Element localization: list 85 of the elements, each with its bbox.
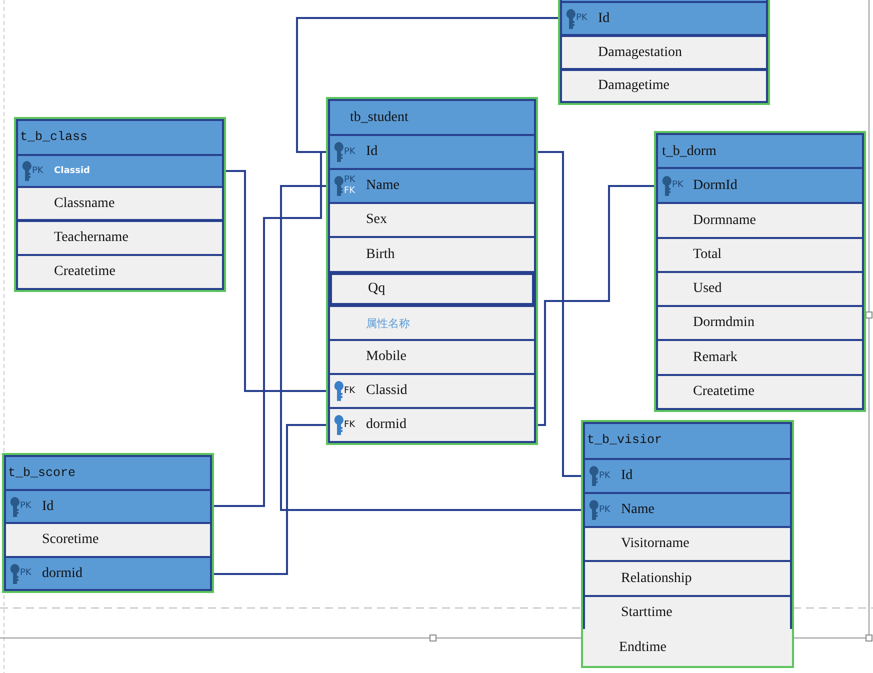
table-row [328,271,536,307]
table-row [328,202,536,238]
field-name: Qq [368,281,386,297]
table-row [328,236,536,273]
field-name: DormId [693,178,738,194]
field-name: Id [366,144,378,160]
table-row [560,1,768,36]
table-row [656,339,864,376]
key-tag: PK [344,146,356,158]
table-row [583,560,792,597]
table-name: t_b_visior [587,433,662,447]
table-row [328,305,536,341]
field-name: Visitorname [621,536,690,552]
relationship-line [296,17,558,153]
field-name: Dormname [693,212,756,228]
field-name: Starttime [621,605,672,621]
table-row [16,186,224,221]
field-name: Relationship [621,570,692,586]
table-name: t_b_score [8,466,76,480]
table-row [16,254,224,290]
field-name: Teachername [54,230,128,246]
field-name: Scoretime [42,532,99,548]
entity-table [581,420,794,668]
key-tag: PK [672,180,684,191]
table-row [328,339,536,375]
key-tag: PK [20,501,32,512]
field-name: Birth [366,246,395,262]
table-row [583,595,792,631]
key-tag: FK [344,420,356,430]
entity-table [14,117,226,292]
field-name: Name [366,178,400,194]
table-row [583,526,792,562]
key-tag: PK [576,13,588,24]
field-name: Id [621,468,633,484]
field-name: Id [42,498,54,514]
field-name: Createtime [693,384,754,400]
field-name: dormid [42,566,82,582]
field-name: 属性名称 [366,316,410,330]
field-name: Classid [54,166,90,176]
field-name: Damagestation [598,44,682,60]
field-name: Id [598,10,610,26]
field-name: Damagetime [598,78,670,94]
field-name: Endtime [619,640,666,656]
field-name: Sex [366,212,387,228]
field-name: Name [621,502,654,518]
field-name: Total [693,247,722,263]
key-tag: PK [32,166,44,176]
field-name: Remark [693,350,738,366]
relationship-line [280,185,581,511]
table-name: tb_student [350,110,408,126]
key-tag: PK [599,470,610,482]
field-name: Mobile [366,349,406,365]
key-tag: PK [344,175,356,186]
relationship-line [538,185,654,426]
table-name: t_b_dorm [662,144,716,160]
key-tag: FK [344,186,356,197]
field-name: Createtime [54,264,116,280]
key-tag: PK [20,568,32,579]
field-name: Classname [54,196,115,212]
table-row [656,374,864,410]
table-row [4,522,212,558]
table-row [560,35,768,70]
table-row [656,271,864,307]
field-name: dormid [366,417,406,433]
key-tag: PK [599,504,610,516]
table-row [656,202,864,239]
table-row [328,373,536,409]
table-row [16,220,224,256]
table-row [560,69,768,103]
key-tag: FK [344,386,356,396]
relationship-line [538,151,581,477]
table-row [583,629,792,666]
table-row [328,407,536,443]
field-name: Classid [366,383,408,399]
field-name: Used [693,281,722,297]
entity-table [654,131,866,412]
field-name: Dormdmin [693,315,754,331]
table-row [656,305,864,341]
entity-table [558,0,770,105]
relationship-line [214,424,326,575]
entity-table [2,453,214,593]
table-name: t_b_class [20,130,88,144]
relationship-line [226,170,326,392]
entity-table [326,97,538,445]
table-row [656,237,864,273]
